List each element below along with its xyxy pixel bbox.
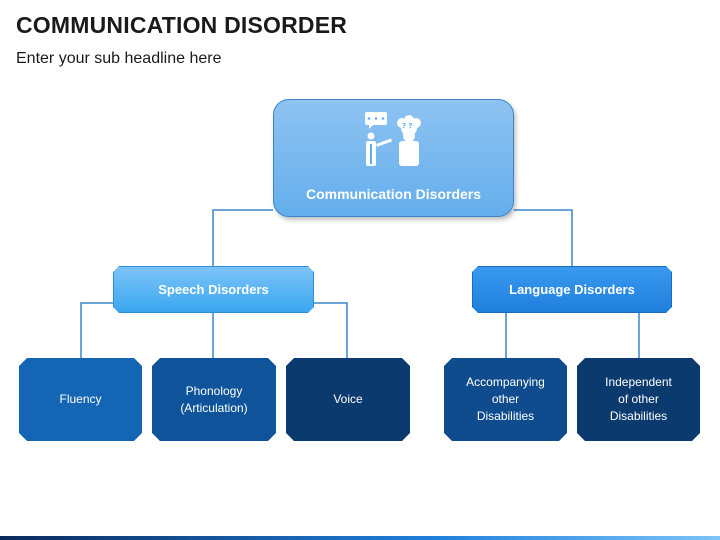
page-subtitle: Enter your sub headline here [16, 50, 222, 67]
node-voice: Voice [286, 358, 410, 441]
root-label: Communication Disorders [305, 186, 482, 202]
svg-text:? ?: ? ? [402, 122, 413, 130]
connector-root-language [514, 209, 573, 266]
node-label: Language Disorders [509, 282, 635, 297]
node-speech-disorders: Speech Disorders [113, 266, 314, 313]
root-node: ? ? Communication Disorders [273, 99, 514, 217]
node-label: Accompanying other Disabilities [466, 375, 545, 423]
node-label: Fluency [59, 392, 102, 406]
page-title: COMMUNICATION DISORDER [16, 12, 348, 38]
connector-speech-fluency [80, 302, 113, 358]
person-talking-confused-icon: ? ? [365, 112, 421, 166]
footer-accent-bar [0, 536, 720, 540]
node-phonology: Phonology (Articulation) [152, 358, 276, 441]
node-fluency: Fluency [19, 358, 142, 441]
node-label: Voice [333, 392, 363, 406]
connector-root-speech [212, 209, 273, 266]
node-label: Phonology (Articulation) [180, 383, 248, 415]
node-label: Speech Disorders [158, 282, 269, 297]
node-language-disorders: Language Disorders [472, 266, 672, 313]
connector-speech-voice [314, 302, 348, 358]
node-independent-disabilities: Independent of other Disabilities [577, 358, 700, 441]
node-label: Independent of other Disabilities [605, 375, 672, 423]
node-accompanying-disabilities: Accompanying other Disabilities [444, 358, 567, 441]
